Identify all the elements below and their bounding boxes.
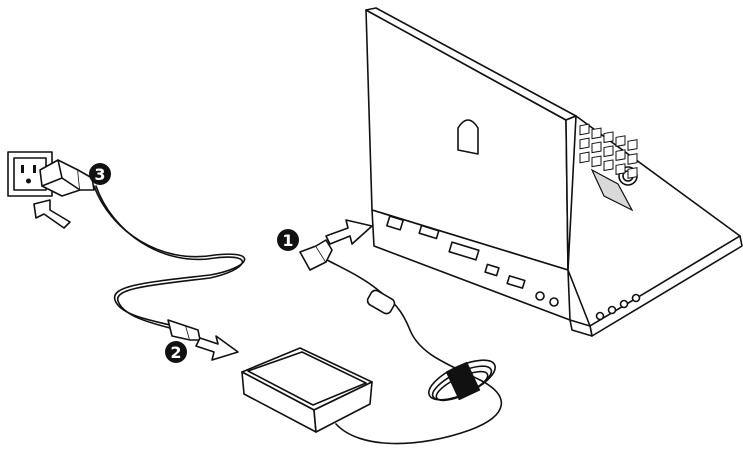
power-adapter-icon: [241, 347, 373, 433]
step-1-badge: 1: [277, 229, 299, 251]
step-2-badge: 2: [165, 341, 187, 363]
keyboard: [579, 123, 638, 179]
arrow-icon: [33, 199, 71, 229]
ferrite-bead: [366, 289, 396, 315]
ac-power-cord: [93, 185, 246, 326]
ac-plug-icon: [39, 159, 95, 197]
laptop-illustration: [365, 7, 743, 337]
step-3-badge: 3: [89, 163, 111, 185]
cable-coil: [428, 359, 496, 402]
arrow-icon: [195, 335, 239, 361]
dc-plug-icon: [299, 239, 333, 271]
arrow-icon: [325, 219, 373, 245]
step-2-label: 2: [170, 343, 181, 362]
step-1-label: 1: [282, 231, 293, 250]
adapter-input-plug: [167, 319, 201, 341]
step-3-label: 3: [94, 165, 105, 184]
